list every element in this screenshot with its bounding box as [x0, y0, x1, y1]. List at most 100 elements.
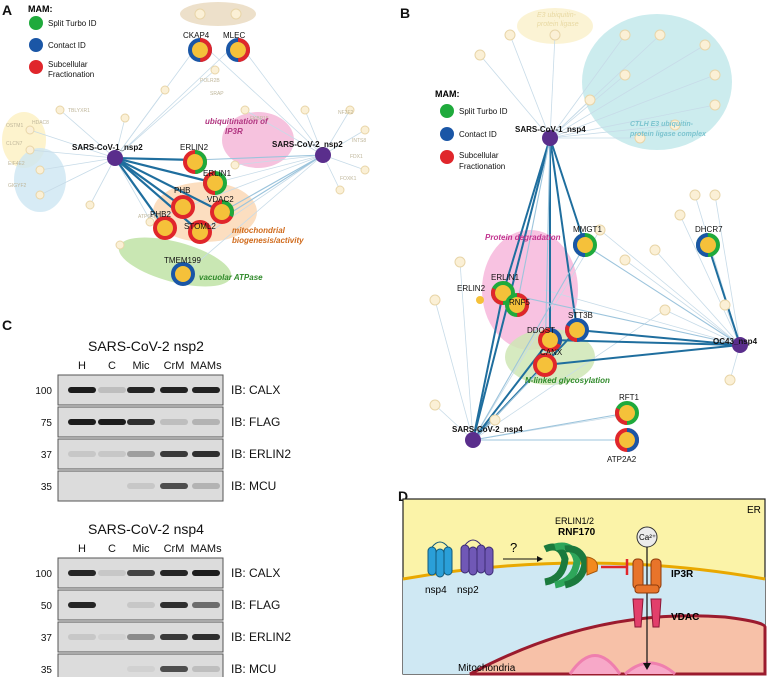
faint-label: SRAP [210, 91, 224, 97]
annotation-biogenesis: biogenesis/activity [232, 236, 304, 245]
node-phb[interactable] [171, 195, 195, 219]
panel-d-diagram: D ER Mitochondria nsp4 nsp2 ? ERLIN1/2 R… [398, 488, 767, 676]
blot-band [192, 451, 220, 457]
blot-strip [57, 470, 224, 502]
hub-node-sars1-nsp2[interactable] [107, 150, 123, 166]
calcium-label: Ca²⁺ [639, 533, 656, 542]
node-atp2a2[interactable] [615, 428, 639, 452]
node-dhcr7[interactable] [696, 233, 720, 257]
node-rnf5[interactable] [505, 293, 529, 317]
protein-label: PHB [174, 186, 190, 195]
node-ddost[interactable] [538, 328, 562, 352]
blot-band [127, 419, 155, 425]
node-erlin1[interactable] [203, 171, 227, 195]
mw-marker: 37 [41, 450, 53, 461]
faint-label: GIGYF2 [8, 183, 27, 189]
protein-label: STT3B [568, 311, 593, 320]
medium-edges [472, 137, 741, 441]
node-rft1[interactable] [615, 401, 639, 425]
legend: Split Turbo ID Contact ID Subcellular Fr… [29, 16, 97, 79]
mw-marker: 50 [41, 601, 53, 612]
blot-band [98, 451, 126, 457]
blot-band [127, 602, 155, 608]
blot-band [192, 483, 220, 489]
faint-label: NF2F2 [338, 110, 354, 116]
legend-swatch [440, 150, 454, 164]
faint-label: EIF4E2 [8, 161, 25, 167]
cristae [568, 654, 622, 675]
protein-label: RNF5 [509, 298, 530, 307]
faint-label: OSTM1 [6, 123, 23, 129]
legend-swatch [29, 16, 43, 30]
blot-band [98, 570, 126, 576]
ip3r-label: IP3R [671, 569, 694, 580]
faint-nodes [25, 8, 370, 250]
legend-swatch [440, 127, 454, 141]
erlin-label: ERLIN1/2 [555, 516, 594, 526]
faint-label: ATP6AP1 [138, 214, 160, 220]
faint-edges [29, 41, 366, 276]
hub-node-sars2-nsp2[interactable] [315, 147, 331, 163]
lane-label: MAMs [190, 543, 222, 555]
mw-marker: 75 [41, 418, 53, 429]
faint-label: TBLYXR1 [68, 108, 90, 114]
node-stoml2[interactable] [188, 220, 212, 244]
mw-marker: 37 [41, 633, 53, 644]
node-phb2[interactable] [153, 216, 177, 240]
protein-label: PHB2 [150, 210, 171, 219]
protein-label: STOML2 [184, 222, 216, 231]
annotation-e3-2: protein ligase [536, 21, 579, 28]
lane-label: H [78, 543, 86, 555]
blot-band [160, 634, 188, 640]
node-mmgt1[interactable] [573, 233, 597, 257]
lane-label: Mic [132, 360, 150, 372]
node-mlec[interactable] [226, 38, 250, 62]
panel-b-network: B MAM: Split Turbo ID Contact ID Subcell… [400, 5, 758, 464]
node-vdac2[interactable] [210, 200, 234, 224]
protein-label: ERLIN1 [491, 273, 520, 282]
blot-title: SARS-CoV-2 nsp2 [88, 338, 204, 354]
faint-label: FKBP15 [250, 116, 269, 122]
protein-label: VDAC2 [207, 195, 234, 204]
hub-label: SARS-CoV-2_nsp2 [272, 140, 343, 149]
blot-band [127, 451, 155, 457]
node-erlin2[interactable] [183, 150, 207, 174]
ib-label: IB: FLAG [231, 598, 280, 612]
node-ckap4[interactable] [188, 38, 212, 62]
blot-band [98, 419, 126, 425]
protein-label: CKAP4 [183, 31, 210, 40]
panel-a: TBLYXR1 HDAC8 OSTM1 CLCN7 EIF4E2 GIGYF2 … [0, 0, 395, 310]
node-canx[interactable] [533, 353, 557, 377]
blot-band [68, 451, 96, 457]
hub-node-sars2-nsp4[interactable] [465, 432, 481, 448]
faint-label: FOXK1 [340, 176, 357, 182]
mw-marker: 35 [41, 482, 53, 493]
annotation-mitochondrial: mitochondrial [232, 226, 286, 235]
hub-node-sars1-nsp4[interactable] [542, 130, 558, 146]
panel-d: D ER Mitochondria nsp4 nsp2 ? ERLIN1/2 R… [395, 487, 775, 677]
faint-nodes [429, 29, 736, 426]
erlin-complex [543, 542, 589, 589]
hub-node-oc43-nsp4[interactable] [732, 337, 748, 353]
node-stt3b[interactable] [565, 318, 589, 342]
blot-title: SARS-CoV-2 nsp4 [88, 521, 204, 537]
node-erlin2[interactable] [476, 296, 484, 304]
blot-band [68, 419, 96, 425]
node-tmem199[interactable] [171, 262, 195, 286]
blot-band [160, 483, 188, 489]
arrow-head [537, 556, 543, 562]
blot-band [68, 570, 96, 576]
ib-label: IB: MCU [231, 662, 276, 676]
protein-label: MLEC [223, 31, 245, 40]
question-mark: ? [510, 540, 517, 555]
annotation-ubiquitination: ubiquitination of [205, 117, 269, 126]
mitochondrion [469, 614, 767, 676]
blot-band [68, 387, 96, 393]
legend-label: Subcellular [459, 151, 499, 160]
ib-label: IB: CALX [231, 383, 280, 397]
hub-label: SARS-CoV-2_nsp4 [452, 425, 523, 434]
